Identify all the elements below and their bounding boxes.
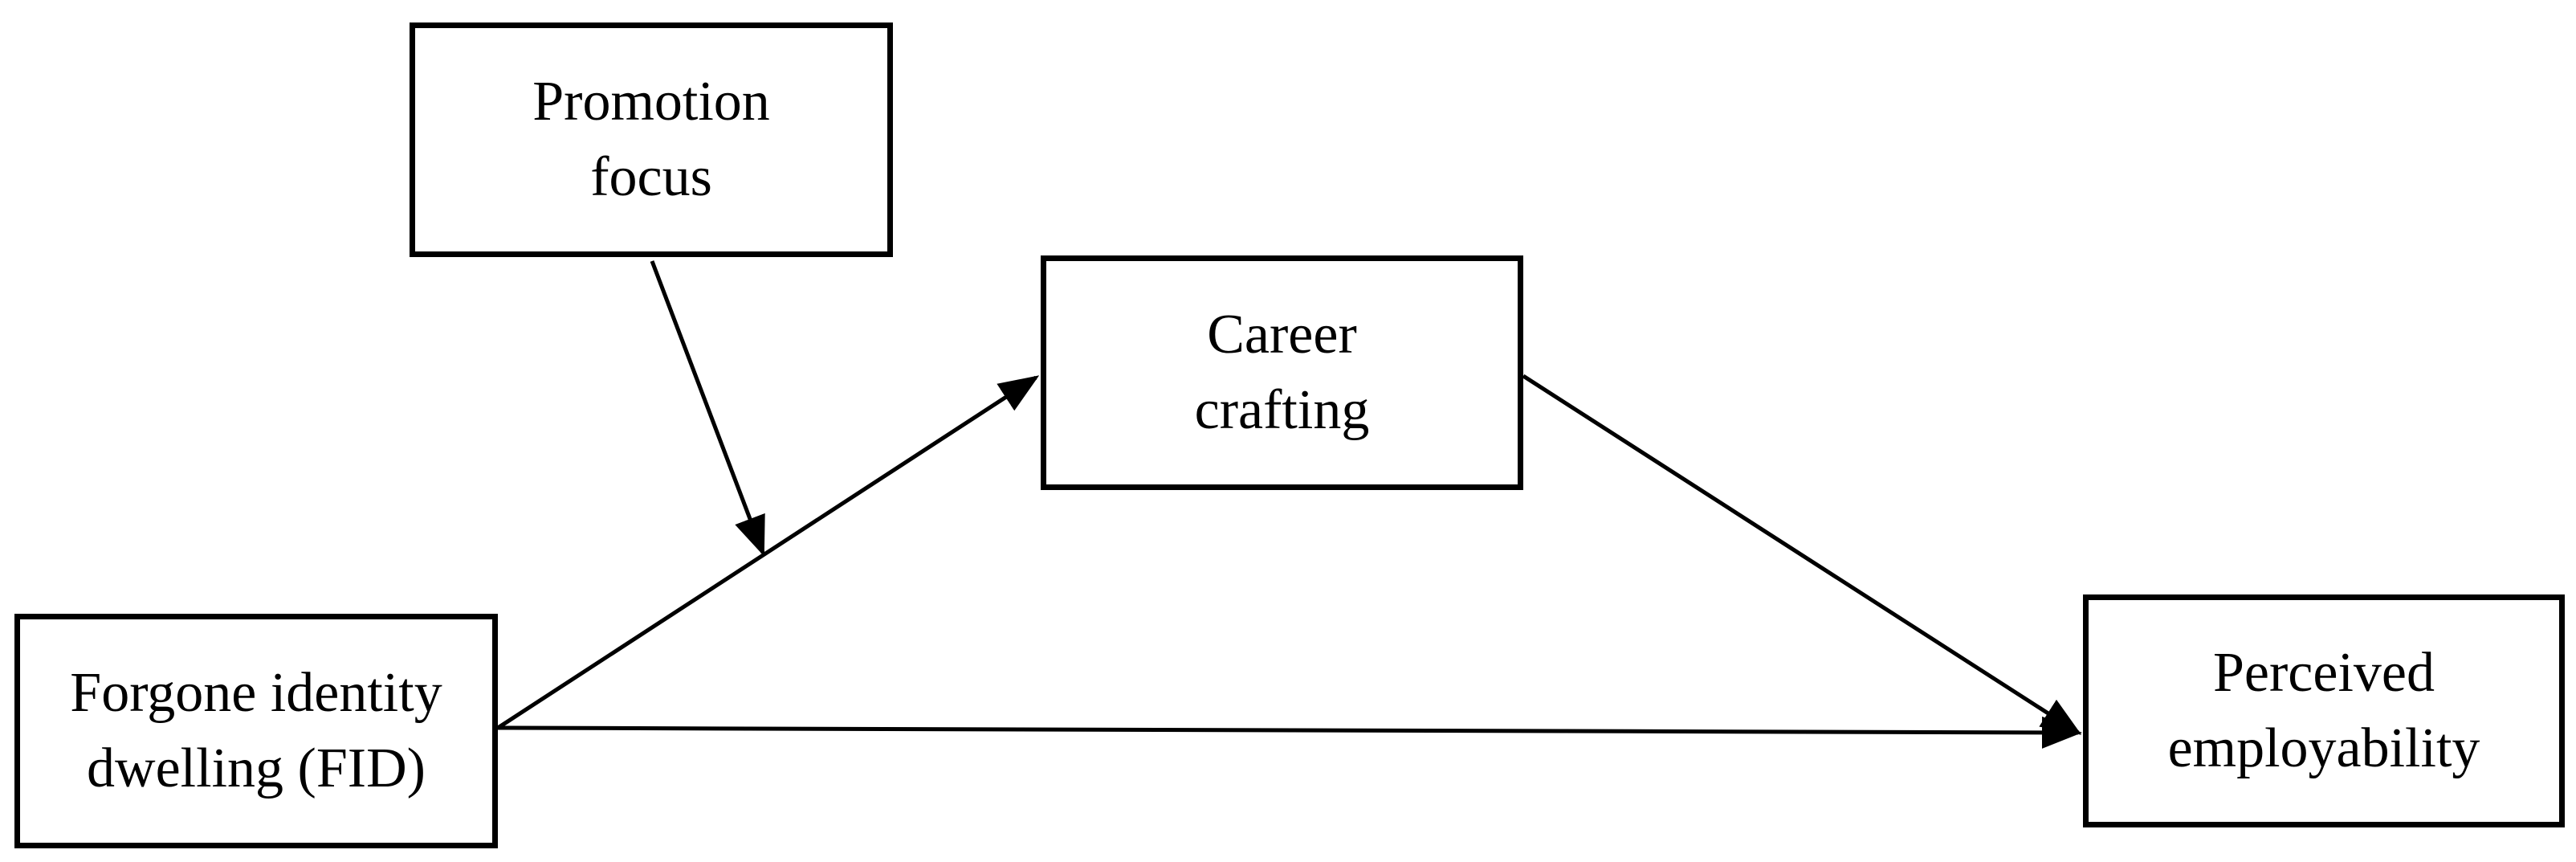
arrow-fid-to-career-crafting	[496, 375, 1040, 730]
node-label-line: Forgone identity	[70, 662, 442, 724]
arrow-promotion-focus-moderation	[650, 260, 765, 557]
node-career-crafting: Career crafting	[1041, 255, 1523, 490]
node-promotion-focus: Promotion focus	[410, 22, 893, 257]
node-label-line: Perceived	[2213, 642, 2435, 704]
node-label-line: employability	[2167, 717, 2480, 779]
node-label-line: focus	[590, 146, 712, 208]
arrow-fid-to-perceived-employability	[497, 716, 2082, 749]
node-label-line: Promotion	[532, 71, 770, 133]
node-label-line: dwelling (FID)	[87, 737, 426, 799]
arrow-career-crafting-to-perceived-employability	[1522, 374, 2082, 735]
node-forgone-identity-dwelling: Forgone identity dwelling (FID)	[14, 614, 498, 848]
node-perceived-employability: Perceived employability	[2083, 594, 2565, 827]
node-label-line: Career	[1207, 304, 1357, 366]
node-label-line: crafting	[1194, 379, 1370, 441]
